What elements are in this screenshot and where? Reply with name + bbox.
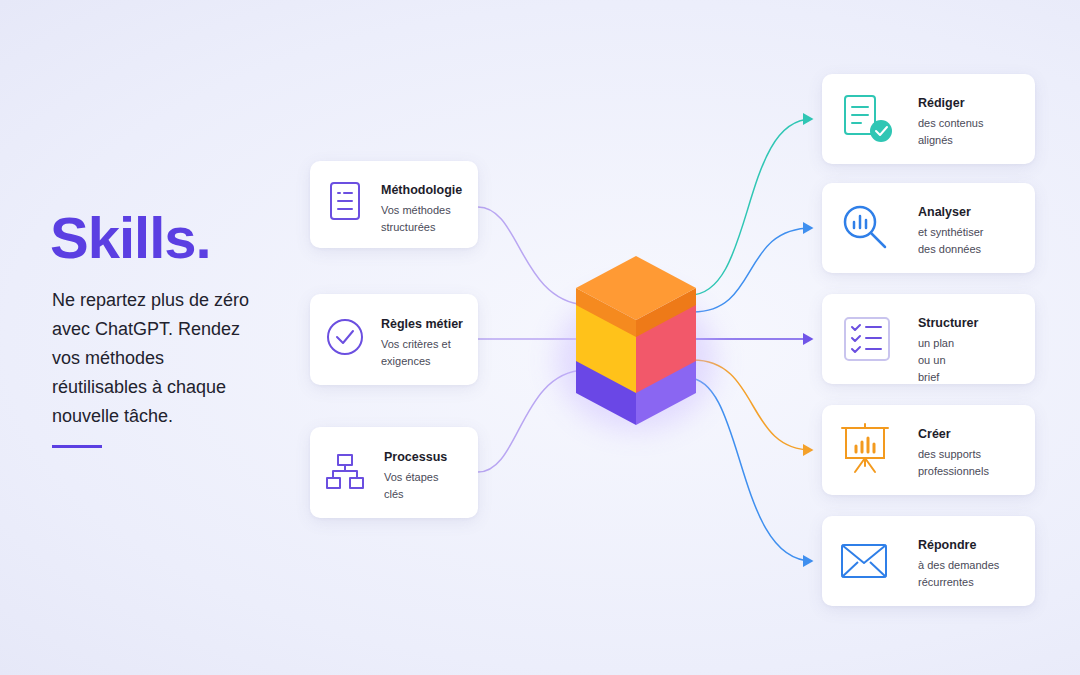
output-card: Répondre à des demandes récurrentes bbox=[822, 516, 1035, 606]
card-description: Vos étapes clés bbox=[384, 469, 444, 503]
card-heading: Processus bbox=[384, 449, 447, 465]
card-heading: Rédiger bbox=[918, 95, 965, 111]
card-description: des contenus alignés bbox=[918, 115, 1000, 149]
envelope-icon bbox=[842, 545, 886, 577]
output-card: Créer des supports professionnels bbox=[822, 405, 1035, 495]
output-card: Analyser et synthétiser des données bbox=[822, 183, 1035, 273]
input-card: Règles métierVos critères et exigences bbox=[310, 294, 478, 385]
card-description: Vos critères et exigences bbox=[381, 336, 453, 370]
output-card: Structurer un plan ou un brief bbox=[822, 294, 1035, 384]
card-heading: Analyser bbox=[918, 204, 971, 220]
card-heading: Structurer bbox=[918, 315, 978, 331]
accent-rule bbox=[52, 445, 102, 448]
input-card: ProcessusVos étapes clés bbox=[310, 427, 478, 518]
card-heading: Répondre bbox=[918, 537, 976, 553]
output-arrow bbox=[695, 338, 812, 340]
check-icon bbox=[328, 320, 362, 354]
output-arrow bbox=[693, 228, 812, 312]
input-line bbox=[478, 338, 585, 340]
checklist-icon bbox=[845, 318, 889, 360]
input-line bbox=[478, 207, 585, 305]
card-heading: Méthodologie bbox=[381, 182, 462, 198]
presentation-icon bbox=[842, 424, 888, 472]
page-caption: Ne repartez plus de zéro avec ChatGPT. R… bbox=[52, 286, 257, 431]
input-card: MéthodologieVos méthodes structurées bbox=[310, 161, 478, 248]
output-arrow bbox=[688, 378, 812, 561]
org-chart-icon bbox=[327, 455, 363, 488]
output-arrow bbox=[693, 360, 812, 450]
card-description: Vos méthodes structurées bbox=[381, 202, 457, 236]
card-description: des supports professionnels bbox=[918, 446, 1004, 480]
card-heading: Créer bbox=[918, 426, 951, 442]
document-icon bbox=[331, 183, 359, 219]
card-description: et synthétiser des données bbox=[918, 224, 1000, 258]
page-title: Skills. bbox=[50, 204, 211, 271]
card-description: un plan ou un brief bbox=[918, 335, 966, 386]
analysis-icon bbox=[845, 207, 885, 247]
document-check-icon bbox=[845, 96, 892, 142]
output-card: Rédiger des contenus alignés bbox=[822, 74, 1035, 164]
card-description: à des demandes récurrentes bbox=[918, 557, 1004, 591]
input-line bbox=[478, 370, 585, 472]
card-heading: Règles métier bbox=[381, 316, 463, 332]
